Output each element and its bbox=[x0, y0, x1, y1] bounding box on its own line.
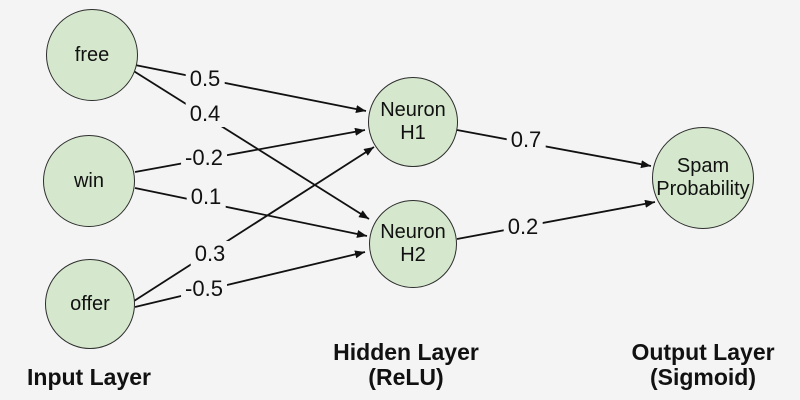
node-win: win bbox=[43, 135, 135, 227]
layer-label-line: (ReLU) bbox=[368, 364, 444, 390]
edge-h2-output bbox=[456, 199, 656, 240]
layer-label-line: (Sigmoid) bbox=[649, 364, 757, 390]
layer-label-hidden: Hidden Layer (ReLU) bbox=[333, 340, 479, 390]
edge-offer-h1 bbox=[133, 146, 375, 302]
node-label: Neuron bbox=[380, 221, 446, 243]
edge-free-h2 bbox=[131, 69, 370, 220]
edge-weight-h1-output: 0.7 bbox=[506, 127, 546, 153]
node-label: free bbox=[74, 43, 110, 66]
edge-free-h1 bbox=[134, 64, 367, 113]
edge-weight-h2-output: 0.2 bbox=[503, 214, 543, 240]
node-spam-probability: Spam Probability bbox=[652, 127, 754, 229]
layer-label-line: Output Layer bbox=[631, 339, 775, 365]
layer-label-output: Output Layer (Sigmoid) bbox=[631, 340, 774, 390]
edge-weight-offer-h1: 0.3 bbox=[190, 241, 230, 267]
node-label: offer bbox=[70, 292, 110, 315]
edge-weight-free-h2: 0.4 bbox=[185, 101, 225, 127]
node-neuron-h1: Neuron H1 bbox=[368, 77, 458, 167]
edge-weight-win-h2: 0.1 bbox=[186, 184, 226, 210]
node-neuron-h2: Neuron H2 bbox=[369, 200, 457, 288]
node-label: win bbox=[73, 169, 104, 192]
node-free: free bbox=[46, 9, 138, 101]
edge-win-h1 bbox=[134, 127, 366, 173]
layer-label-line: Hidden Layer bbox=[333, 339, 479, 365]
node-offer: offer bbox=[45, 259, 135, 349]
node-label: Neuron bbox=[380, 99, 446, 121]
node-label: H1 bbox=[400, 122, 426, 144]
layer-label-line: Input Layer bbox=[27, 364, 151, 390]
edge-weight-win-h1: -0.2 bbox=[181, 145, 227, 171]
edge-weight-free-h1: 0.5 bbox=[185, 66, 225, 92]
node-label: Probability bbox=[656, 178, 750, 200]
edge-win-h2 bbox=[134, 187, 368, 238]
node-label: Spam bbox=[676, 155, 730, 177]
node-label: H2 bbox=[400, 244, 426, 266]
layer-label-input: Input Layer bbox=[27, 365, 151, 390]
edge-offer-h2 bbox=[134, 250, 366, 308]
edge-h1-output bbox=[456, 129, 652, 169]
edge-weight-offer-h2: -0.5 bbox=[181, 276, 227, 302]
